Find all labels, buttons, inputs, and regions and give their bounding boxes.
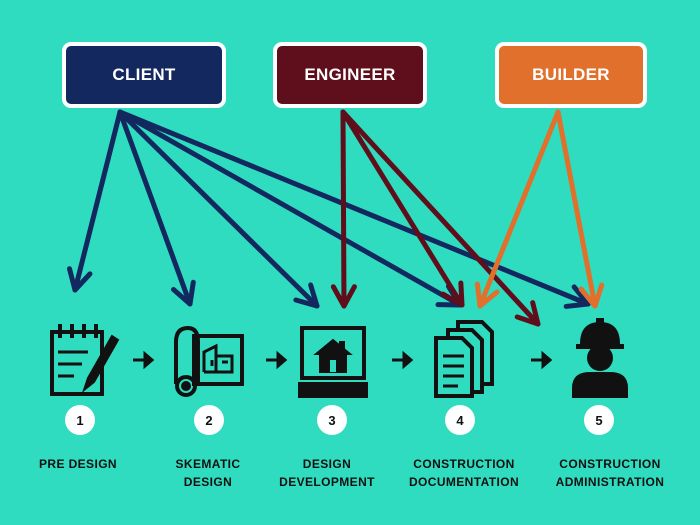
computer-house-icon (298, 326, 368, 398)
arrow-client-to-stage-1 (67, 109, 123, 293)
blueprint-roll-icon (174, 325, 244, 397)
stage-number-2: 2 (194, 405, 224, 435)
stage-label-1: PRE DESIGN (38, 457, 117, 471)
arrow-client-to-stage-2 (117, 109, 196, 307)
document-stack-icon (434, 320, 494, 398)
arrow-client-to-stage-5 (117, 109, 591, 309)
builder-box: BUILDER (495, 42, 647, 108)
arrow-engineer-to-stage-4 (340, 109, 465, 308)
notepad-pencil-icon (50, 324, 120, 396)
client-box: CLIENT (62, 42, 226, 108)
arrow-engineer-to-stage-3 (330, 109, 357, 309)
arrow-builder-to-stage-4 (474, 109, 561, 309)
hardhat-worker-icon (572, 318, 628, 398)
stage-number-3: 3 (317, 405, 347, 435)
stage-number-5: 5 (584, 405, 614, 435)
stage-number-4: 4 (445, 405, 475, 435)
arrow-builder-to-stage-5 (555, 109, 605, 309)
arrow-engineer-to-stage-5 (340, 109, 541, 327)
stage-number-1: 1 (65, 405, 95, 435)
builder-label: BUILDER (532, 65, 610, 84)
client-label: CLIENT (112, 65, 176, 84)
engineer-box: ENGINEER (273, 42, 427, 108)
step-arrows (133, 350, 553, 370)
arrow-client-to-stage-3 (117, 109, 320, 309)
engineer-label: ENGINEER (304, 65, 396, 84)
